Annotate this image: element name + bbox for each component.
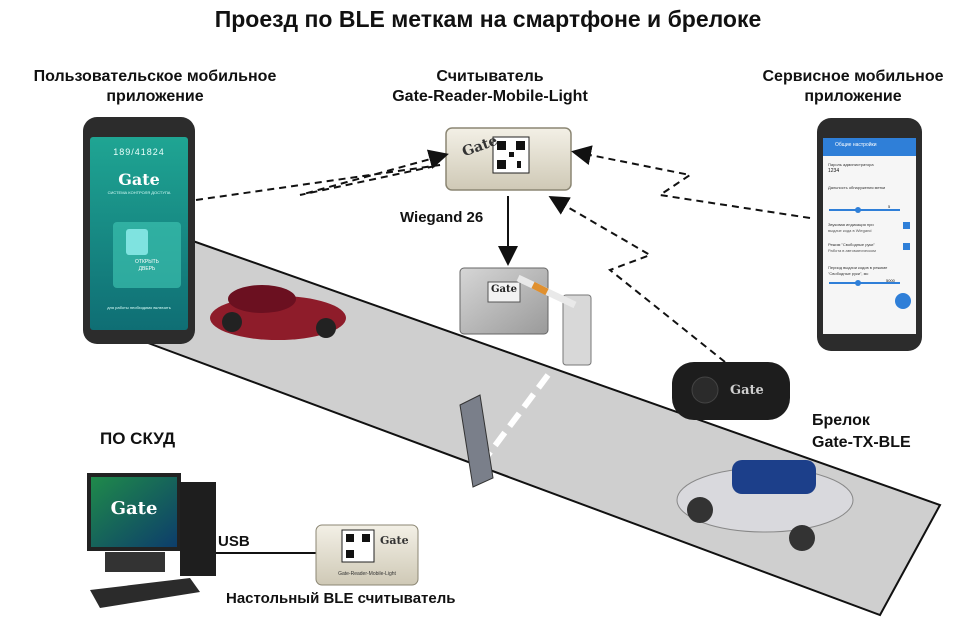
- handsfree-label: Режим "Свободные руки": [828, 242, 875, 247]
- admin-password-label: Пароль администратора: [828, 162, 874, 167]
- desktop-reader-caption: Gate-Reader-Mobile-Light: [338, 571, 396, 577]
- service-phone: [817, 118, 922, 351]
- handsfree-sublabel: Работа в автоматическом: [828, 248, 876, 253]
- desktop-reader-label: Настольный BLE считыватель: [226, 590, 456, 607]
- gate-post: [459, 394, 494, 488]
- service-app-label-1: Сервисное мобильное: [762, 68, 944, 85]
- usb-label: USB: [218, 533, 250, 550]
- sound-sublabel: выдаче кода в Wiegand: [828, 228, 872, 233]
- wiegand-label: Wiegand 26: [400, 209, 484, 226]
- acs-software-label: ПО СКУД: [100, 429, 176, 448]
- user-app-label-2: приложение: [106, 88, 204, 105]
- diagram-title: Проезд по BLE меткам на смартфоне и брел…: [214, 6, 762, 32]
- reader-label-1: Считыватель: [436, 68, 544, 85]
- barrier-arm: [516, 274, 592, 366]
- service-app-label-2: приложение: [804, 88, 902, 105]
- ble-link-service-phone: [571, 145, 811, 219]
- fob-logo: Gate: [730, 383, 764, 398]
- red-car-image: [210, 285, 346, 340]
- range-value[interactable]: 5: [888, 204, 891, 209]
- period-value[interactable]: 5000: [886, 278, 895, 283]
- gate-dashed-line: [485, 373, 551, 457]
- range-label: Дальность обнаружения метки: [828, 185, 886, 190]
- reader-label-2: Gate-Reader-Mobile-Light: [392, 88, 588, 105]
- fob-label-2: Gate-TX-BLE: [812, 434, 911, 451]
- ble-link-key-fob: [548, 195, 726, 363]
- monitor-logo: Gate: [110, 498, 158, 519]
- silver-car-image: [676, 460, 854, 551]
- period-label-2: "Свободные руки", мс: [828, 271, 869, 276]
- controller-box: [459, 267, 549, 335]
- user-phone-footer: для работы необходимо включить: [107, 305, 171, 310]
- user-phone-code: 189/41824: [113, 147, 165, 157]
- user-app-label-1: Пользовательское мобильное: [33, 68, 277, 85]
- controller-logo: Gate: [490, 284, 517, 295]
- fob-label-1: Брелок: [812, 412, 870, 429]
- ble-reader-device: [445, 127, 572, 191]
- open-door-button-label-2[interactable]: ДВЕРЬ: [138, 266, 156, 272]
- sound-label: Звуковая индикация при: [828, 222, 874, 227]
- desktop-ble-reader: [315, 524, 419, 586]
- period-label: Период выдачи кодов в режиме: [828, 265, 888, 270]
- open-door-button-label-1[interactable]: ОТКРЫТЬ: [135, 259, 159, 265]
- desktop-reader-logo: Gate: [380, 534, 409, 547]
- admin-password-value[interactable]: 1234: [828, 168, 840, 174]
- ble-link-user-phone: [195, 149, 449, 201]
- user-phone: [83, 117, 195, 344]
- service-phone-header: Общие настройки: [835, 142, 877, 148]
- user-phone-logo: Gate: [118, 170, 160, 189]
- key-fob-image: [672, 362, 790, 420]
- user-phone-subtitle: СИСТЕМА КОНТРОЛЯ ДОСТУПА: [107, 190, 171, 195]
- desktop-computer: [87, 473, 216, 608]
